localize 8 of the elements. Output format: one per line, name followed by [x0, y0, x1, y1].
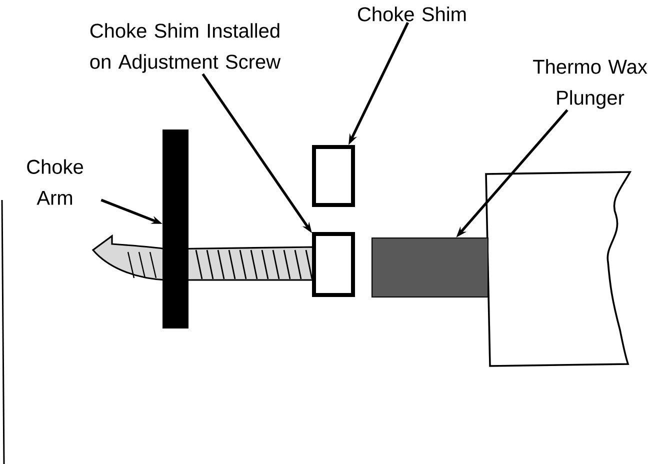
callout-label: Thermo Wax Plunger	[533, 59, 648, 109]
callout-label: Choke Arm	[27, 159, 83, 205]
choke-arm	[162, 130, 188, 328]
callout-label: Choke Shim	[358, 6, 466, 22]
shim	[312, 145, 355, 207]
shim	[312, 232, 355, 297]
callout-label: Choke Shim Installed on Adjustment Screw	[90, 23, 281, 73]
plunger	[372, 238, 488, 298]
